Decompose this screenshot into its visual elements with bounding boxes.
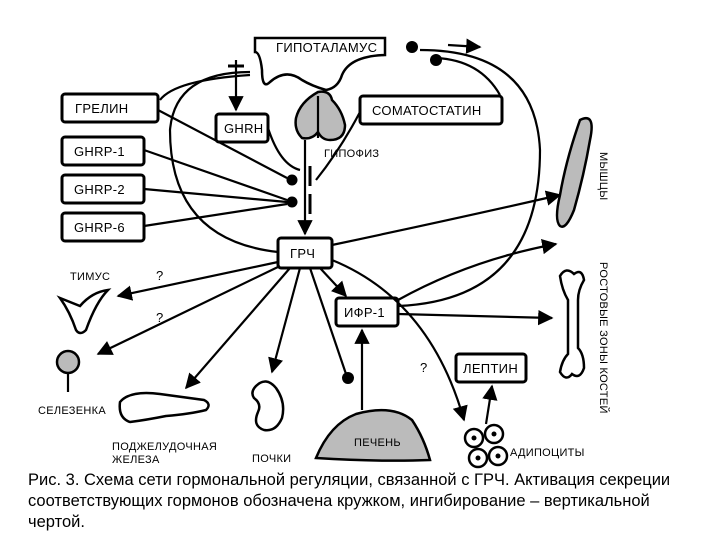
- hypothalamus-label: ГИПОТАЛАМУС: [276, 40, 377, 55]
- kidneys-label: ПОЧКИ: [252, 453, 291, 465]
- hypothalamus-shape: [253, 36, 387, 92]
- thymus-label: ТИМУС: [70, 271, 110, 283]
- growth-zones-label: РОСТОВЫЕ ЗОНЫ КОСТЕЙ: [597, 262, 610, 414]
- ghrp6-to-gh-line: [143, 202, 288, 228]
- pituitary-gland: [294, 90, 347, 142]
- activation-dot-4: [430, 54, 442, 66]
- feedback-loop-right: [397, 48, 542, 308]
- ghrp1-to-gh-line: [143, 148, 288, 202]
- ghrp1-label: GHRP-1: [74, 144, 125, 159]
- ghrelin-to-gh-line: [157, 109, 288, 179]
- ghrelin-loop-line: [159, 73, 251, 101]
- gh-to-adipocytes-arrow: [331, 258, 468, 422]
- activation-dot-2: [286, 196, 298, 208]
- leptin-box: [454, 352, 528, 384]
- gh-to-kidneys-arrow: [268, 267, 302, 374]
- bone-shape: [558, 269, 586, 379]
- gh-to-igf1-arrow: [319, 267, 348, 298]
- gh-to-liver-line: [308, 267, 348, 375]
- somatostatin-box: [358, 94, 504, 126]
- ghrh-label: GHRH: [224, 121, 263, 136]
- ghrp2-to-gh-line: [143, 187, 288, 204]
- igf1-label: ИФР-1: [344, 305, 385, 320]
- ghrp6-box: [60, 211, 146, 243]
- thymus-shape: [56, 288, 112, 335]
- pancreas-label-2: ЖЕЛЕЗА: [112, 454, 160, 466]
- ghrelin-box: [60, 92, 160, 124]
- ghrp2-label: GHRP-2: [74, 182, 125, 197]
- spleen-shape: [55, 349, 81, 375]
- igf1-box: [334, 296, 400, 328]
- gh-to-spleen-arrow: [96, 265, 281, 355]
- activation-dot-1: [286, 174, 298, 186]
- gh-to-thymus-arrow: [116, 260, 279, 301]
- liver-shape: [314, 408, 432, 462]
- somatostatin-loop: [435, 56, 501, 96]
- gh-box: [276, 236, 334, 270]
- adipocytes-label: АДИПОЦИТЫ: [510, 447, 585, 459]
- gh-to-muscles-arrow: [331, 190, 562, 247]
- activation-dot-liver: [342, 372, 354, 384]
- kidneys-shape: [251, 380, 285, 432]
- question-mark-thymus: ?: [156, 268, 164, 283]
- igf1-to-muscle-arrow: [397, 238, 558, 301]
- feedback-loop-left: [168, 70, 279, 254]
- adipocytes-shape: [463, 423, 509, 469]
- figure-caption: Рис. 3. Схема сети гормональной регуляци…: [28, 471, 671, 531]
- to-hypothalamus-arrow: [447, 38, 482, 54]
- question-mark-spleen: ?: [156, 310, 164, 325]
- liver-label: ПЕЧЕНЬ: [354, 437, 401, 449]
- igf1-to-bones-arrow: [397, 309, 554, 326]
- somatostatin-to-junction: [315, 111, 361, 181]
- somatostatin-label: СОМАТОСТАТИН: [372, 103, 482, 118]
- ghrh-to-junction: [266, 127, 301, 172]
- ghrp6-label: GHRP-6: [74, 220, 125, 235]
- activation-dot-3: [406, 41, 418, 53]
- muscle-shape: [555, 117, 593, 228]
- gh-to-pancreas-arrow: [184, 267, 291, 390]
- gh-label: ГРЧ: [290, 246, 315, 261]
- spleen-label: СЕЛЕЗЕНКА: [38, 405, 106, 417]
- ghrelin-label: ГРЕЛИН: [75, 101, 128, 116]
- muscles-label: МЫШЦЫ: [597, 152, 609, 200]
- pancreas-label-1: ПОДЖЕЛУДОЧНАЯ: [112, 441, 217, 453]
- leptin-label: ЛЕПТИН: [463, 361, 518, 376]
- pancreas-shape: [118, 391, 210, 424]
- question-mark-adipocytes: ?: [420, 360, 428, 375]
- adipocytes-to-leptin-arrow: [482, 384, 498, 425]
